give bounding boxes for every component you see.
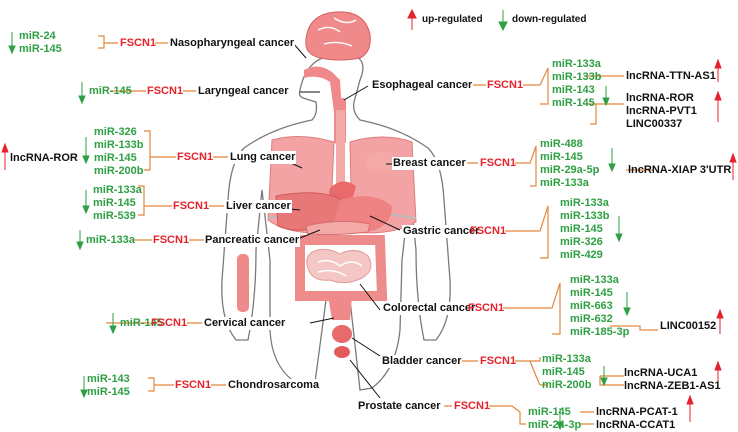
cancer-label-liver: Liver cancer [225, 200, 292, 213]
bladder-icon [332, 325, 352, 343]
fscn1-label: FSCN1 [120, 37, 157, 49]
femur-bone-icon [237, 254, 249, 312]
esophagus-icon [336, 110, 345, 220]
uterus-icon [328, 291, 352, 320]
mirna-label: miR-133a [86, 234, 135, 246]
fscn1-label: FSCN1 [487, 79, 524, 91]
fscn1-label: FSCN1 [454, 400, 491, 412]
fscn1-label: FSCN1 [173, 200, 210, 212]
cancer-label-nasopharyngeal: Nasopharyngeal cancer [169, 37, 296, 50]
cancer-label-bladder: Bladder cancer [381, 355, 463, 368]
cancer-label-prostate: Prostate cancer [357, 400, 442, 413]
cancer-label-chondrosarcoma: Chondrosarcoma [227, 379, 321, 392]
brain-icon [305, 11, 371, 61]
pancreas-icon [305, 220, 371, 236]
cancer-label-pancreatic: Pancreatic cancer [204, 234, 301, 247]
legend-up-arrow-icon [407, 8, 417, 30]
mirna-label: miR-145 [89, 85, 132, 97]
fscn1-label: FSCN1 [177, 151, 214, 163]
cancer-label-breast: Breast cancer [392, 157, 467, 170]
colon-icon [295, 235, 388, 301]
cancer-label-esophageal: Esophageal cancer [371, 79, 474, 92]
breast-icon [366, 152, 398, 172]
fscn1-label: FSCN1 [175, 379, 212, 391]
cancer-label-lung: Lung cancer [229, 151, 297, 164]
human-body-illustration [221, 11, 451, 391]
regulation-arrows [1, 8, 737, 431]
legend-down-label: down-regulated [512, 14, 587, 25]
cancer-label-colorectal: Colorectal cancer [382, 302, 477, 315]
mirna-label: miR-145 [120, 317, 163, 329]
fscn1-label: FSCN1 [470, 225, 507, 237]
lncrna-label: lncRNA-ROR [10, 152, 78, 164]
cancer-label-laryngeal: Laryngeal cancer [197, 85, 290, 98]
prostate-icon [334, 346, 350, 358]
fscn1-label: FSCN1 [480, 355, 517, 367]
pharynx-icon [304, 66, 342, 112]
cancer-label-cervical: Cervical cancer [203, 317, 287, 330]
legend-up-label: up-regulated [422, 14, 483, 25]
lncrna-label: lncRNA-TTN-AS1 [626, 70, 716, 82]
connector-lines [98, 35, 658, 425]
lncrna-label: LINC00152 [660, 320, 717, 332]
cancer-label-gastric: Gastric cancer [402, 225, 481, 238]
legend-down-arrow-icon [498, 10, 508, 32]
fscn1-label: FSCN1 [151, 317, 188, 329]
lncrna-label: lncRNA-XIAP 3'UTR [628, 164, 732, 176]
fscn1-label: FSCN1 [147, 85, 184, 97]
fscn1-label: FSCN1 [153, 234, 190, 246]
fscn1-label: FSCN1 [468, 302, 505, 314]
fscn1-label: FSCN1 [480, 157, 517, 169]
